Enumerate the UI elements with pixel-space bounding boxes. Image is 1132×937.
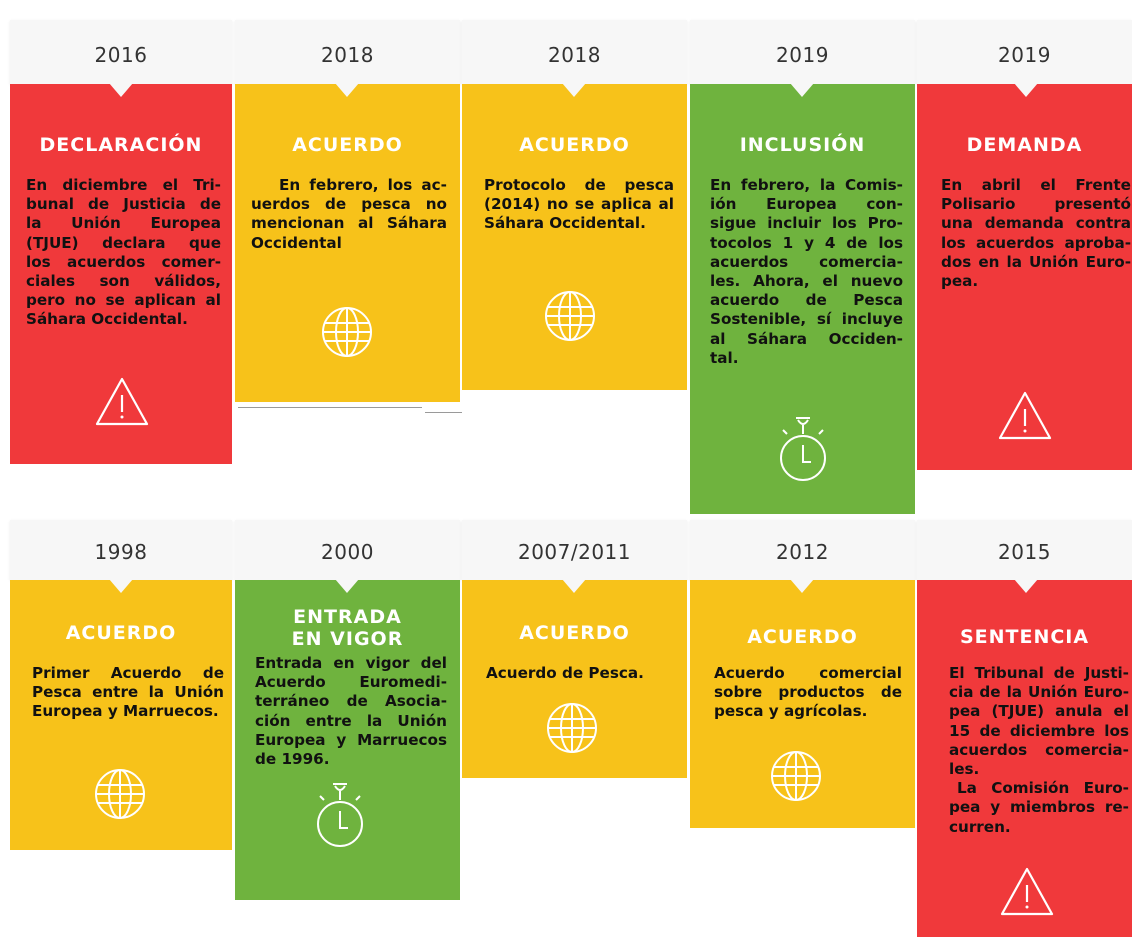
year-label: 2018 xyxy=(321,43,374,67)
card-body: Acuerdo de Pesca. xyxy=(486,664,644,682)
card-body: En diciembre el Tri- bunal de Justicia d… xyxy=(26,176,221,329)
stopwatch-icon xyxy=(780,417,826,481)
timeline-card-acuerdo-2007: ACUERDO Acuerdo de Pesca. xyxy=(462,580,687,778)
year-tab xyxy=(917,20,1132,84)
globe-icon xyxy=(322,307,372,357)
globe-icon xyxy=(545,291,595,341)
year-label: 2018 xyxy=(548,43,601,67)
timeline-card-entrada-en-vigor: ENTRADA EN VIGOR Entrada en vigor del Ac… xyxy=(235,580,460,900)
card-title: SENTENCIA xyxy=(959,626,1090,648)
year-tab xyxy=(917,520,1132,580)
globe-icon xyxy=(771,751,821,801)
warning-icon xyxy=(998,391,1052,440)
year-tab xyxy=(690,520,915,580)
timeline-card-acuerdo-2018b: ACUERDO Protocolo de pesca (2014) no se … xyxy=(462,84,687,390)
timeline-card-inclusion: INCLUSIÓN En febrero, la Comis- ión Euro… xyxy=(690,84,915,514)
warning-icon xyxy=(1000,867,1054,916)
globe-icon xyxy=(547,703,597,753)
year-label: 2012 xyxy=(776,540,829,564)
divider xyxy=(238,407,422,408)
year-tab xyxy=(462,20,687,84)
year-label: 2019 xyxy=(776,43,829,67)
card-title: DECLARACIÓN xyxy=(39,134,203,156)
year-label: 2007/2011 xyxy=(517,540,632,564)
card-title: ACUERDO xyxy=(519,134,630,156)
stopwatch-icon xyxy=(317,783,363,847)
year-label: 2000 xyxy=(321,540,374,564)
card-title: DEMANDA xyxy=(966,134,1083,156)
card-title: ACUERDO xyxy=(519,622,630,644)
globe-icon xyxy=(95,769,145,819)
timeline-card-declaracion: DECLARACIÓN En diciembre el Tri- bunal d… xyxy=(10,84,232,464)
year-tab xyxy=(235,520,460,580)
year-tab xyxy=(10,20,232,84)
timeline-card-acuerdo-1998: ACUERDO Primer Acuerdo de Pesca entre la… xyxy=(10,580,232,850)
year-tab xyxy=(235,20,460,84)
card-body: Acuerdo comercial sobre productos de pes… xyxy=(714,664,902,721)
card-body: En febrero, los ac- uerdos de pesca no m… xyxy=(251,176,447,252)
year-label: 1998 xyxy=(94,540,148,564)
timeline-card-acuerdo-2018a: ACUERDO En febrero, los ac- uerdos de pe… xyxy=(235,84,460,402)
card-body: Entrada en vigor del Acuerdo Euromedi- t… xyxy=(255,654,447,769)
timeline-card-acuerdo-2012: ACUERDO Acuerdo comercial sobre producto… xyxy=(690,580,915,828)
card-title: ACUERDO xyxy=(65,622,177,644)
divider xyxy=(425,412,462,413)
timeline-card-demanda: DEMANDA En abril el Frente Polisario pre… xyxy=(917,84,1132,470)
card-title: ACUERDO xyxy=(292,134,403,156)
card-body: El Tribunal de Justi- cia de la Unión Eu… xyxy=(949,664,1129,836)
year-tab xyxy=(10,520,232,580)
year-label: 2019 xyxy=(998,43,1051,67)
timeline-card-sentencia: SENTENCIA El Tribunal de Justi- cia de l… xyxy=(917,580,1132,937)
year-tab xyxy=(462,520,687,580)
year-tab xyxy=(690,20,915,84)
warning-icon xyxy=(95,377,149,426)
card-body: Protocolo de pesca (2014) no se aplica a… xyxy=(484,176,674,233)
card-title: INCLUSIÓN xyxy=(739,134,866,156)
card-title: ENTRADA EN VIGOR xyxy=(291,606,404,650)
card-body: En abril el Frente Polisario presentó un… xyxy=(941,176,1131,291)
card-title: ACUERDO xyxy=(747,626,858,648)
card-body: Primer Acuerdo de Pesca entre la Unión E… xyxy=(32,664,224,721)
year-label: 2016 xyxy=(94,43,148,67)
card-body: En febrero, la Comis- ión Europea con- s… xyxy=(710,176,903,367)
year-label: 2015 xyxy=(998,540,1051,564)
